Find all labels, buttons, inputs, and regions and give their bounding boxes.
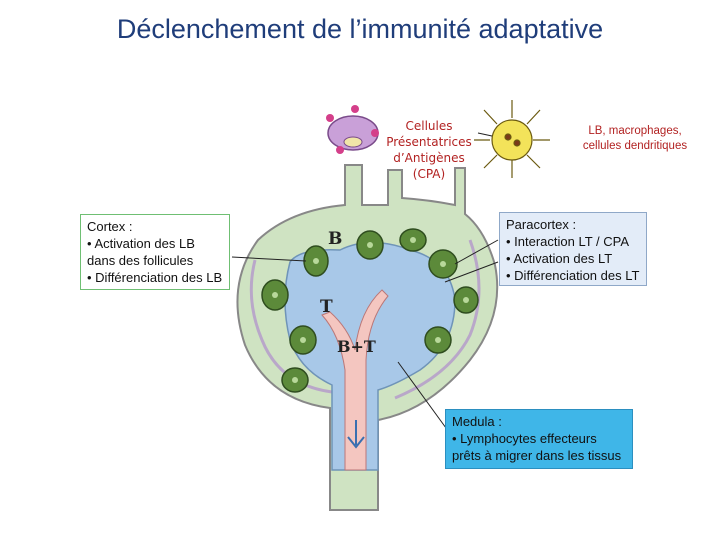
cpa-cell-icon <box>326 105 379 154</box>
zone-label-bt: B+T <box>337 337 376 356</box>
zone-label-b: B <box>328 229 342 249</box>
medula-annotation: Medula : • Lymphocytes effecteurs prêts … <box>445 409 633 469</box>
efferent-arrow <box>347 420 365 449</box>
medulla-vessel <box>321 289 389 471</box>
paracortex-annotation: Paracortex : • Interaction LT / CPA • Ac… <box>499 212 647 286</box>
paracortex-zone <box>284 241 456 471</box>
leader-lines <box>231 132 499 429</box>
page-title: Déclenchement de l’immunité adaptative <box>116 14 604 44</box>
cell-types-label: LB, macrophages, cellules dendritiques <box>582 125 688 152</box>
dendritic-cell-icon <box>474 100 550 178</box>
zone-label-t: T <box>320 297 333 317</box>
cpa-label: Cellules Présentatrices d’Antigènes (CPA… <box>386 119 472 181</box>
cortex-annotation: Cortex : • Activation des LB dans des fo… <box>80 214 230 290</box>
